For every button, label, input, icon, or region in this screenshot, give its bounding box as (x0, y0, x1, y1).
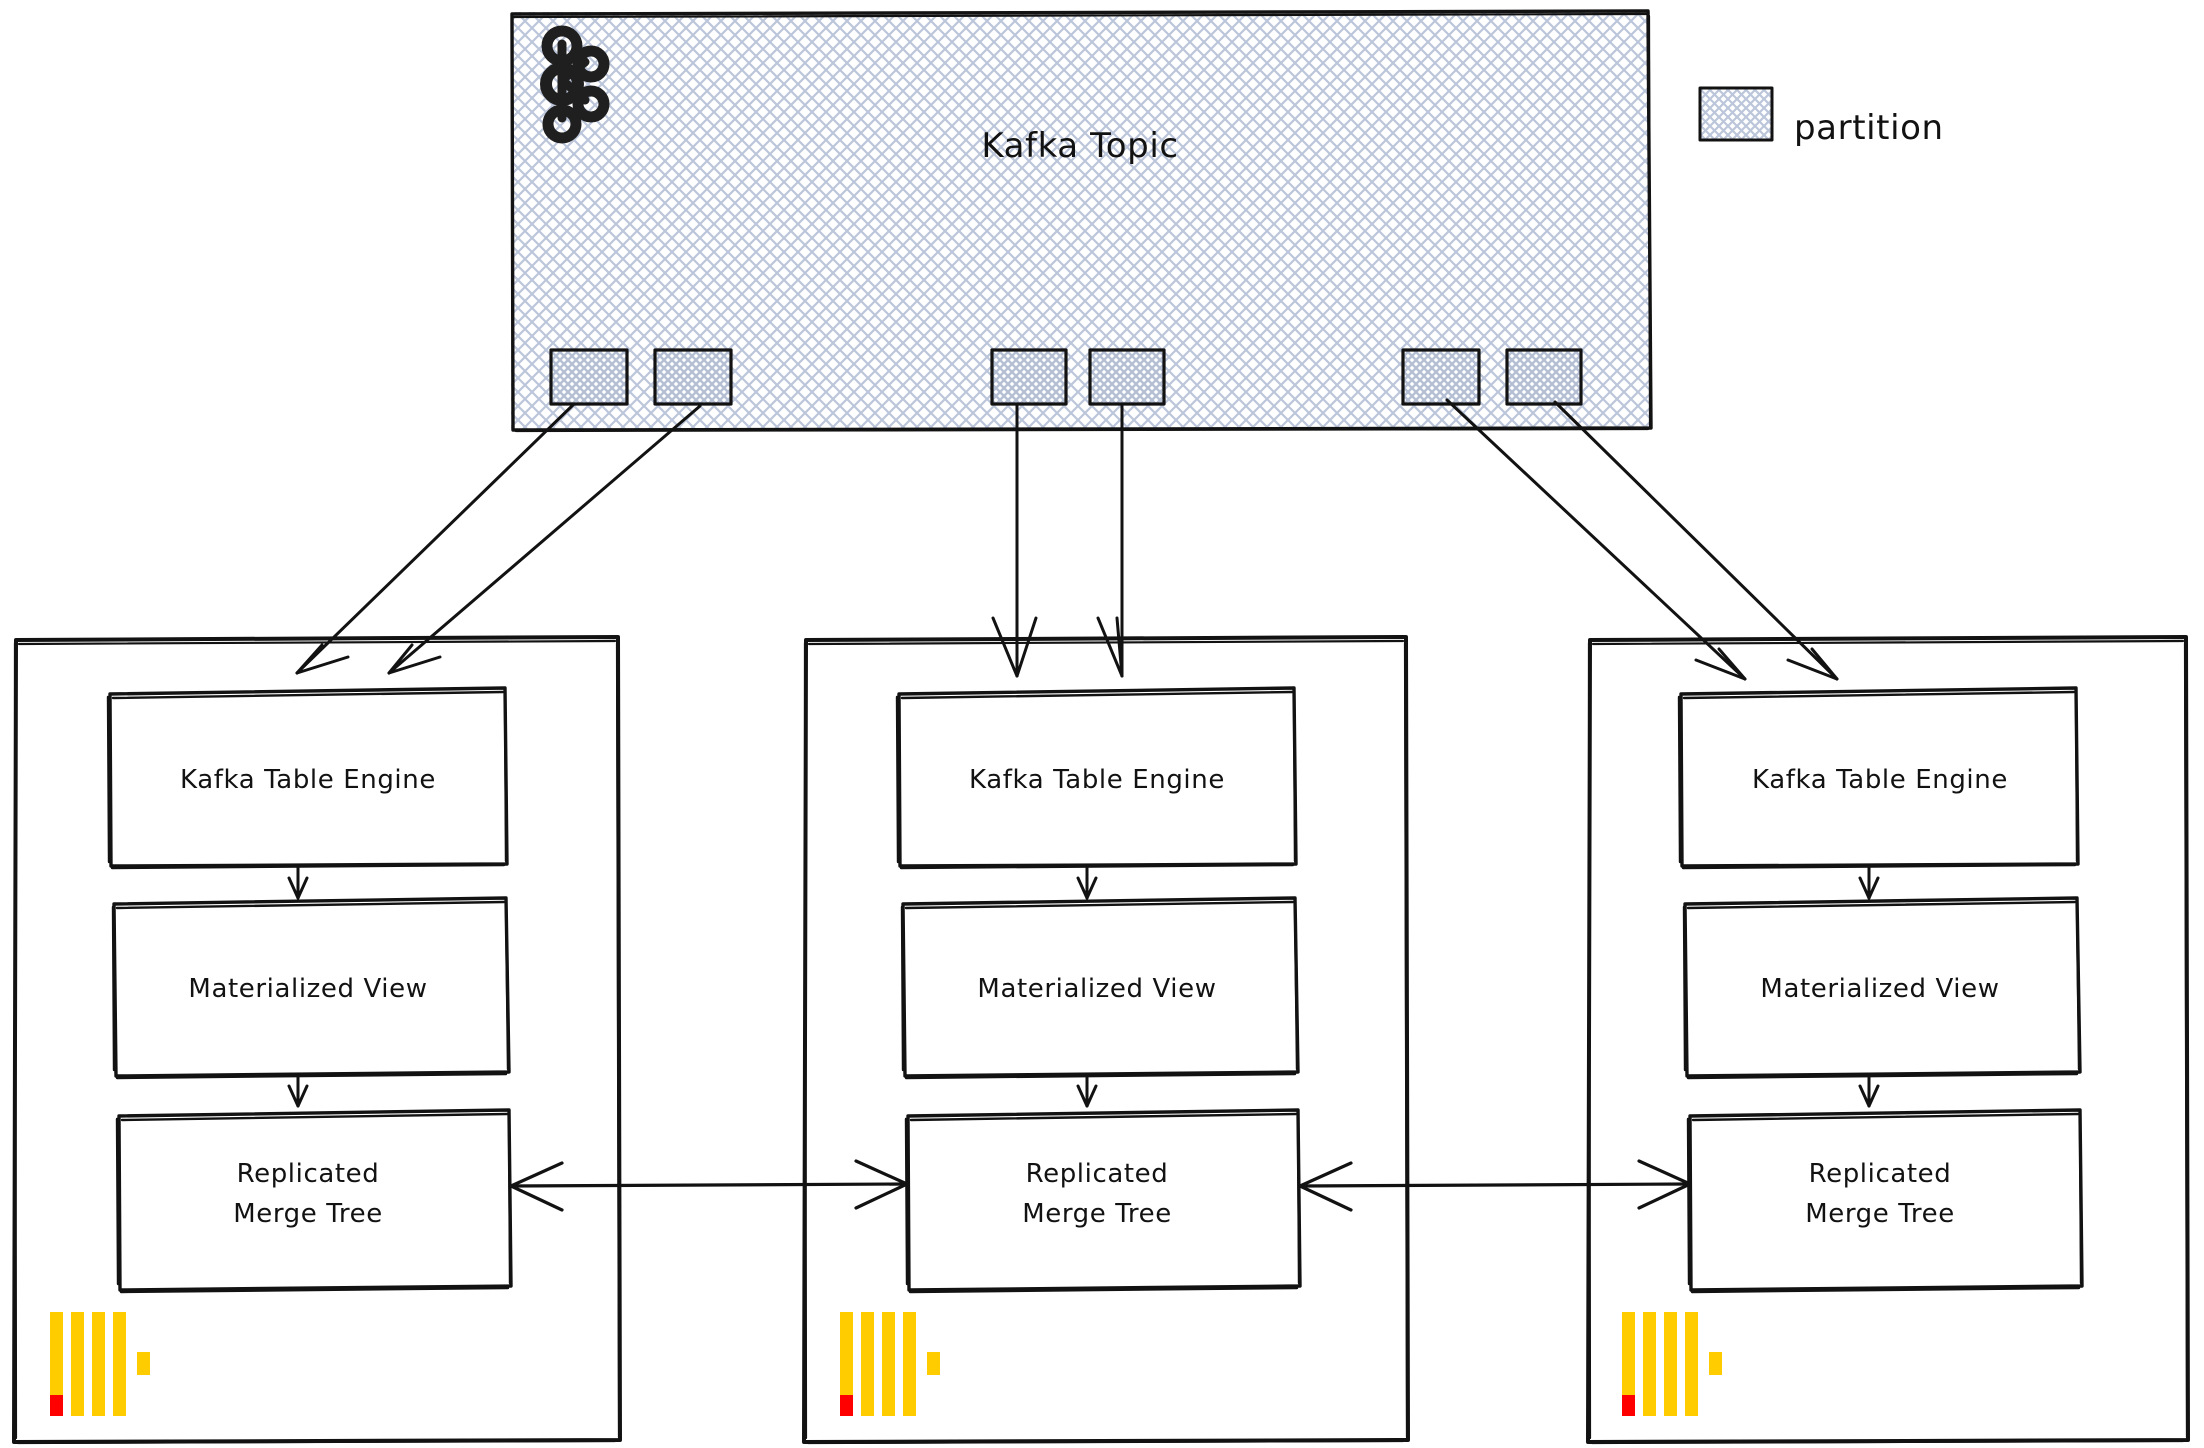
cluster-2-box[interactable] (802, 635, 1410, 1445)
legend-swatch (1698, 86, 1774, 142)
partition-chip-2[interactable] (990, 348, 1068, 406)
node-label-rmt-2-line2: Merge Tree (1022, 1199, 1172, 1229)
cluster-1-box[interactable] (12, 635, 622, 1445)
arrow-mv3-to-rmt3 (1858, 1074, 1880, 1108)
node-label-rmt-2-line1: Replicated (1026, 1159, 1169, 1189)
clickhouse-logo-3 (1622, 1312, 1722, 1416)
node-materialized-view-3[interactable] (1682, 896, 2082, 1080)
node-label-rmt-3-line1: Replicated (1809, 1159, 1952, 1189)
kafka-topic-label: Kafka Topic (981, 126, 1178, 166)
partition-chip-4[interactable] (1401, 348, 1481, 406)
node-label-kte-2: Kafka Table Engine (969, 765, 1225, 795)
arrow-partition1-to-cluster1 (387, 404, 702, 675)
clickhouse-logo-2 (840, 1312, 940, 1416)
node-label-kte-3: Kafka Table Engine (1752, 765, 2008, 795)
node-label-rmt-1-line1: Replicated (237, 1159, 380, 1189)
arrow-kte1-to-mv1 (287, 864, 309, 900)
node-label-mv-2: Materialized View (977, 974, 1216, 1004)
node-label-mv-3: Materialized View (1760, 974, 1999, 1004)
replication-arrow-cluster2-cluster3 (1298, 1159, 1692, 1212)
legend-label: partition (1794, 108, 1944, 148)
arrow-partition4-to-cluster3 (1445, 398, 1747, 681)
arrow-kte3-to-mv3 (1858, 864, 1880, 900)
arrow-partition0-to-cluster1 (295, 402, 576, 675)
partition-chip-0[interactable] (549, 348, 629, 406)
node-materialized-view-1[interactable] (111, 896, 511, 1080)
arrow-partition5-to-cluster3 (1553, 400, 1839, 681)
clickhouse-logo-1 (50, 1312, 150, 1416)
node-kafka-table-engine-2[interactable] (895, 686, 1298, 870)
partition-chip-1[interactable] (653, 348, 733, 406)
node-label-kte-1: Kafka Table Engine (180, 765, 436, 795)
node-label-rmt-1-line2: Merge Tree (233, 1199, 383, 1229)
node-label-mv-1: Materialized View (188, 974, 427, 1004)
node-kafka-table-engine-3[interactable] (1677, 686, 2080, 870)
node-replicated-merge-tree-1[interactable] (115, 1108, 513, 1294)
node-replicated-merge-tree-3[interactable] (1686, 1108, 2084, 1294)
arrow-mv1-to-rmt1 (287, 1074, 309, 1108)
arrow-kte2-to-mv2 (1076, 864, 1098, 900)
partition-chip-3[interactable] (1088, 348, 1166, 406)
node-materialized-view-2[interactable] (900, 896, 1300, 1080)
replication-arrow-cluster1-cluster2 (509, 1159, 909, 1212)
arrow-mv2-to-rmt2 (1076, 1074, 1098, 1108)
kafka-logo (540, 25, 610, 144)
node-replicated-merge-tree-2[interactable] (904, 1108, 1302, 1294)
arrow-partition3-to-cluster2 (1096, 402, 1124, 678)
arrow-partition2-to-cluster2 (991, 402, 1038, 678)
cluster-3-box[interactable] (1586, 635, 2190, 1445)
node-label-rmt-3-line2: Merge Tree (1805, 1199, 1955, 1229)
partition-chip-5[interactable] (1505, 348, 1583, 406)
node-kafka-table-engine-1[interactable] (106, 686, 509, 870)
